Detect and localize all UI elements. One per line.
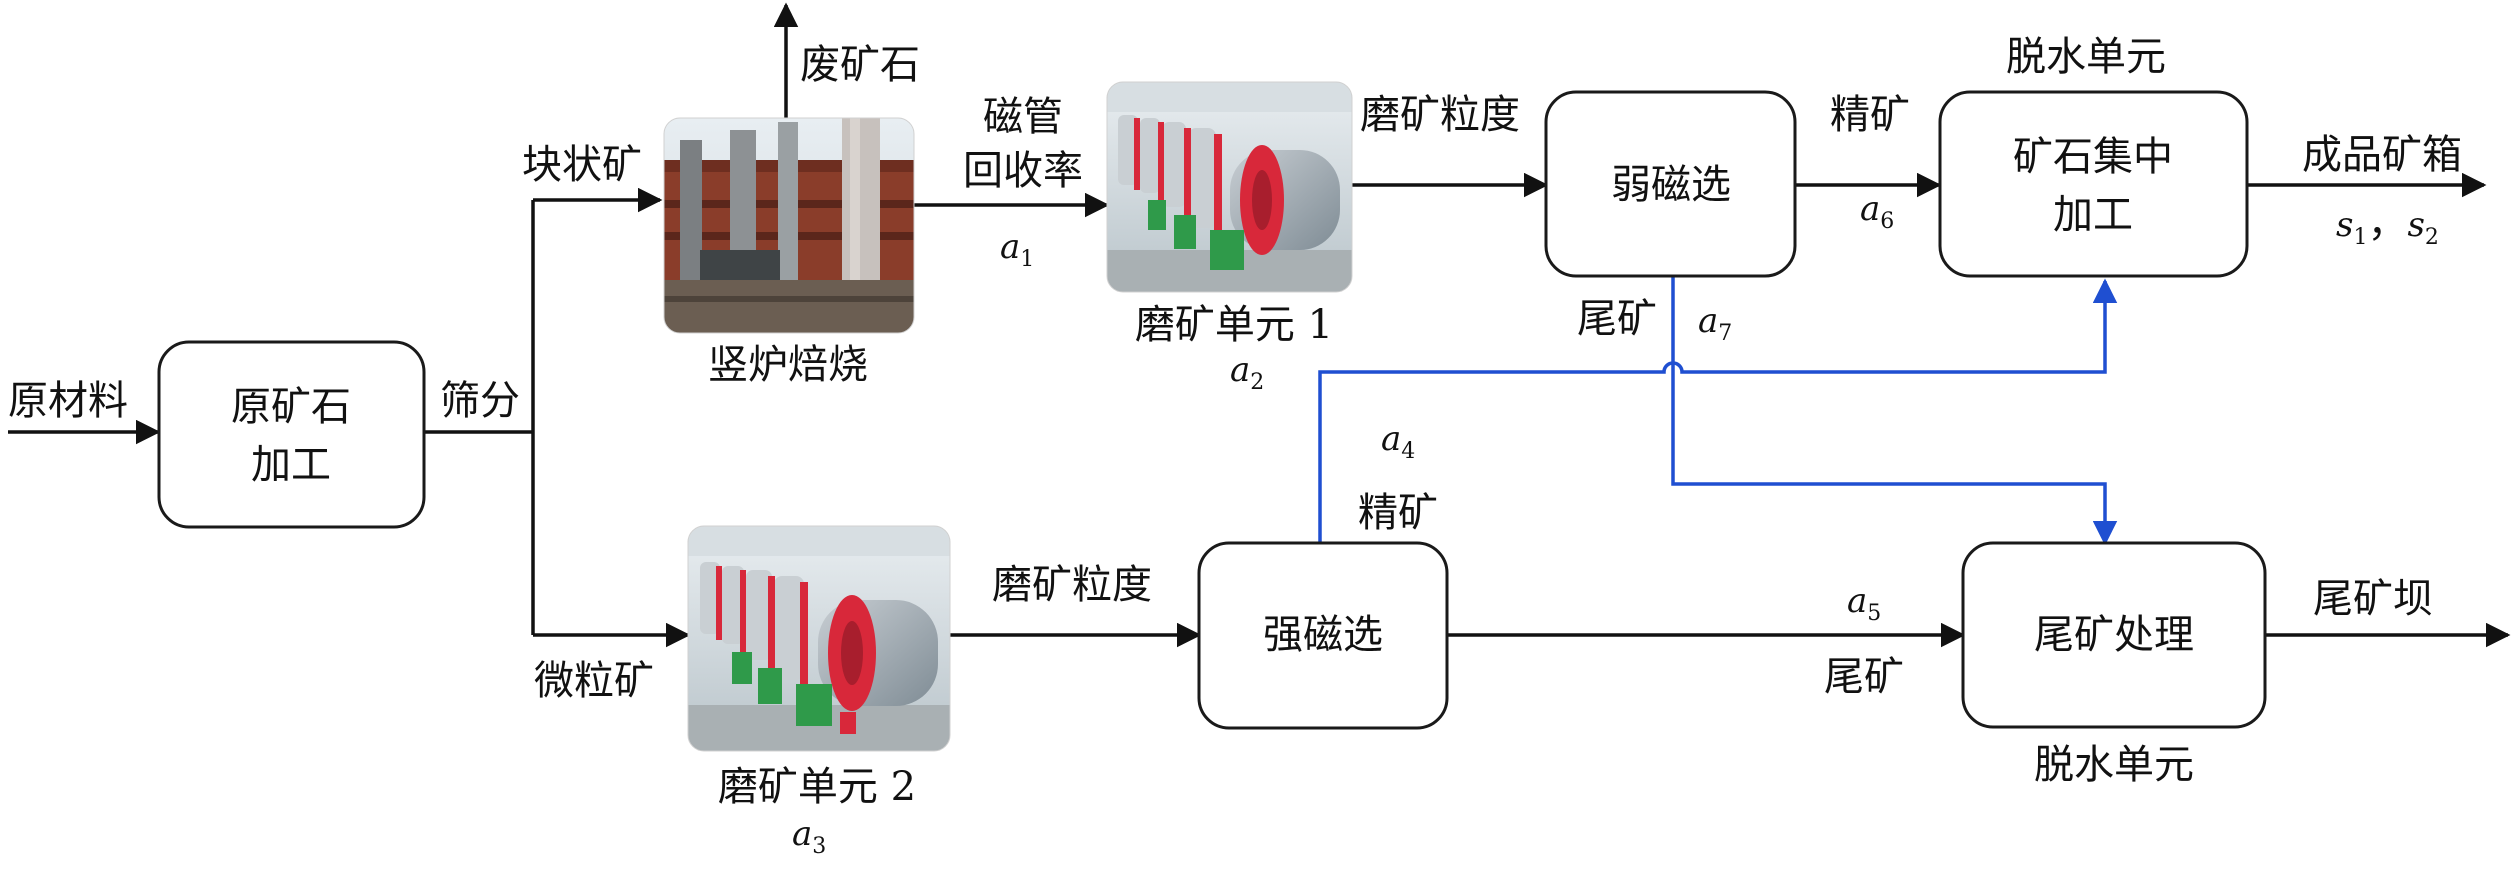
grinding-size-1-label: 磨矿粒度 <box>1360 92 1520 138</box>
var-a7: a7 <box>1698 301 1732 346</box>
var-a5: a5 <box>1847 581 1881 626</box>
raw-ore-processing-line-2: 加工 <box>251 442 331 488</box>
var-a6: a6 <box>1860 189 1894 234</box>
strong-magnetic-separation-box <box>1197 541 1449 730</box>
screening-label: 筛分 <box>440 378 520 424</box>
strong-magnetic-separation-node: 强磁选 <box>1197 541 1449 730</box>
ore-concentration-line-1: 矿石集中 <box>2013 134 2173 180</box>
dewatering-unit-top-label: 脱水单元 <box>2006 34 2166 80</box>
var-a4: a4 <box>1381 419 1415 464</box>
edge-weak-tailings-to-treatment <box>1671 276 2118 546</box>
text-labels: 原材料 筛分 块状矿 微粒矿 废矿石 竖炉焙烧 磁管 回收率 磨矿单元 1 磨矿… <box>8 34 2462 810</box>
tailings-top-label: 尾矿 <box>1577 296 1657 342</box>
ore-concentration-node: 矿石集中 加工 <box>1938 90 2249 278</box>
fine-ore-label: 微粒矿 <box>534 658 654 704</box>
raw-ore-processing-line-1: 原矿石 <box>231 384 351 430</box>
magnetic-tube-recovery-line-2: 回收率 <box>963 148 1083 194</box>
var-a2: a2 <box>1230 350 1264 395</box>
tailings-treatment-box <box>1961 541 2267 729</box>
weak-magnetic-separation-label: 弱磁选 <box>1611 162 1731 208</box>
concentrate-top-label: 精矿 <box>1830 92 1910 138</box>
tailings-dam-label: 尾矿坝 <box>2313 576 2433 622</box>
raw-ore-processing-node: 原矿石 加工 <box>157 340 426 529</box>
tailings-treatment-node: 尾矿处理 <box>1961 541 2267 729</box>
raw-ore-processing-box <box>157 340 426 529</box>
var-s1-s2: s1，s2 <box>2336 200 2439 250</box>
weak-magnetic-separation-box <box>1544 90 1797 278</box>
grinding-unit-1-label: 磨矿单元 1 <box>1135 302 1333 348</box>
var-a1: a1 <box>1000 227 1034 272</box>
edges <box>8 2 2511 648</box>
grinding-unit-1-photo <box>1106 81 1353 293</box>
grinding-unit-2-photo <box>687 525 951 752</box>
magnetic-tube-recovery-line-1: 磁管 <box>983 94 1063 140</box>
shaft-furnace-label: 竖炉焙烧 <box>708 342 868 388</box>
raw-material-label: 原材料 <box>8 378 128 424</box>
ore-concentration-box <box>1938 90 2249 278</box>
blue-edges <box>1318 276 2118 546</box>
grinding-size-2-label: 磨矿粒度 <box>992 562 1152 608</box>
grinding-unit-2-label: 磨矿单元 2 <box>718 764 916 810</box>
tailings-bottom-label: 尾矿 <box>1824 654 1904 700</box>
finished-ore-box-label: 成品矿箱 <box>2302 132 2462 178</box>
concentrate-mid-label: 精矿 <box>1358 490 1438 536</box>
lump-ore-label: 块状矿 <box>522 142 642 188</box>
tailings-treatment-label: 尾矿处理 <box>2034 612 2194 658</box>
strong-magnetic-separation-label: 强磁选 <box>1263 612 1383 658</box>
weak-magnetic-separation-node: 弱磁选 <box>1544 90 1797 278</box>
ore-concentration-line-2: 加工 <box>2053 192 2133 238</box>
variables: a1 a2 a3 a4 a5 a6 a7 s1，s2 <box>792 189 2439 859</box>
var-a3: a3 <box>792 814 826 859</box>
waste-rock-label: 废矿石 <box>800 42 920 88</box>
dewatering-unit-bottom-label: 脱水单元 <box>2034 742 2194 788</box>
shaft-furnace-photo <box>663 117 915 334</box>
